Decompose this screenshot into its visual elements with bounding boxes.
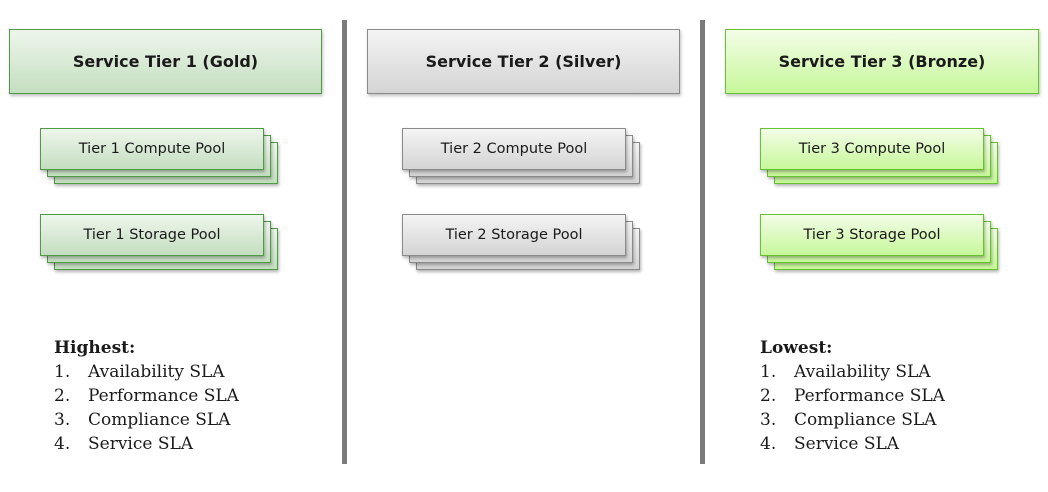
- tier-1-header: Service Tier 1 (Gold): [9, 29, 322, 94]
- tier-3-storage-pool: Tier 3 Storage Pool: [760, 214, 998, 274]
- sla-list-item: 1.Availability SLA: [760, 362, 931, 382]
- sla-list-item: 3.Compliance SLA: [54, 410, 231, 430]
- tier-1-compute-pool: Tier 1 Compute Pool: [40, 128, 278, 188]
- sla-list-item: 4.Service SLA: [54, 434, 194, 454]
- tier-3-compute-pool-label: Tier 3 Compute Pool: [760, 128, 984, 170]
- sla-list-item: 4.Service SLA: [760, 434, 900, 454]
- tier-3-header: Service Tier 3 (Bronze): [725, 29, 1039, 94]
- sla-list-item: 3.Compliance SLA: [760, 410, 937, 430]
- sla-list-item: 2.Performance SLA: [54, 386, 239, 406]
- tier-3-storage-pool-label: Tier 3 Storage Pool: [760, 214, 984, 256]
- tier-2-compute-pool-label: Tier 2 Compute Pool: [402, 128, 626, 170]
- tier-3-sla-list: Lowest: 1.Availability SLA 2.Performance…: [760, 336, 945, 456]
- tier-2-header: Service Tier 2 (Silver): [367, 29, 680, 94]
- tier-3-compute-pool: Tier 3 Compute Pool: [760, 128, 998, 188]
- tier-3-sla-heading: Lowest:: [760, 338, 833, 358]
- column-divider-left: [342, 20, 347, 464]
- tier-2-storage-pool-label: Tier 2 Storage Pool: [402, 214, 626, 256]
- column-divider-right: [700, 20, 705, 464]
- sla-list-item: 2.Performance SLA: [760, 386, 945, 406]
- tier-1-sla-list: Highest: 1.Availability SLA 2.Performanc…: [54, 336, 239, 456]
- tier-1-sla-heading: Highest:: [54, 338, 136, 358]
- sla-list-item: 1.Availability SLA: [54, 362, 225, 382]
- tier-2-storage-pool: Tier 2 Storage Pool: [402, 214, 640, 274]
- tier-1-storage-pool: Tier 1 Storage Pool: [40, 214, 278, 274]
- tier-1-storage-pool-label: Tier 1 Storage Pool: [40, 214, 264, 256]
- tier-1-compute-pool-label: Tier 1 Compute Pool: [40, 128, 264, 170]
- tier-2-compute-pool: Tier 2 Compute Pool: [402, 128, 640, 188]
